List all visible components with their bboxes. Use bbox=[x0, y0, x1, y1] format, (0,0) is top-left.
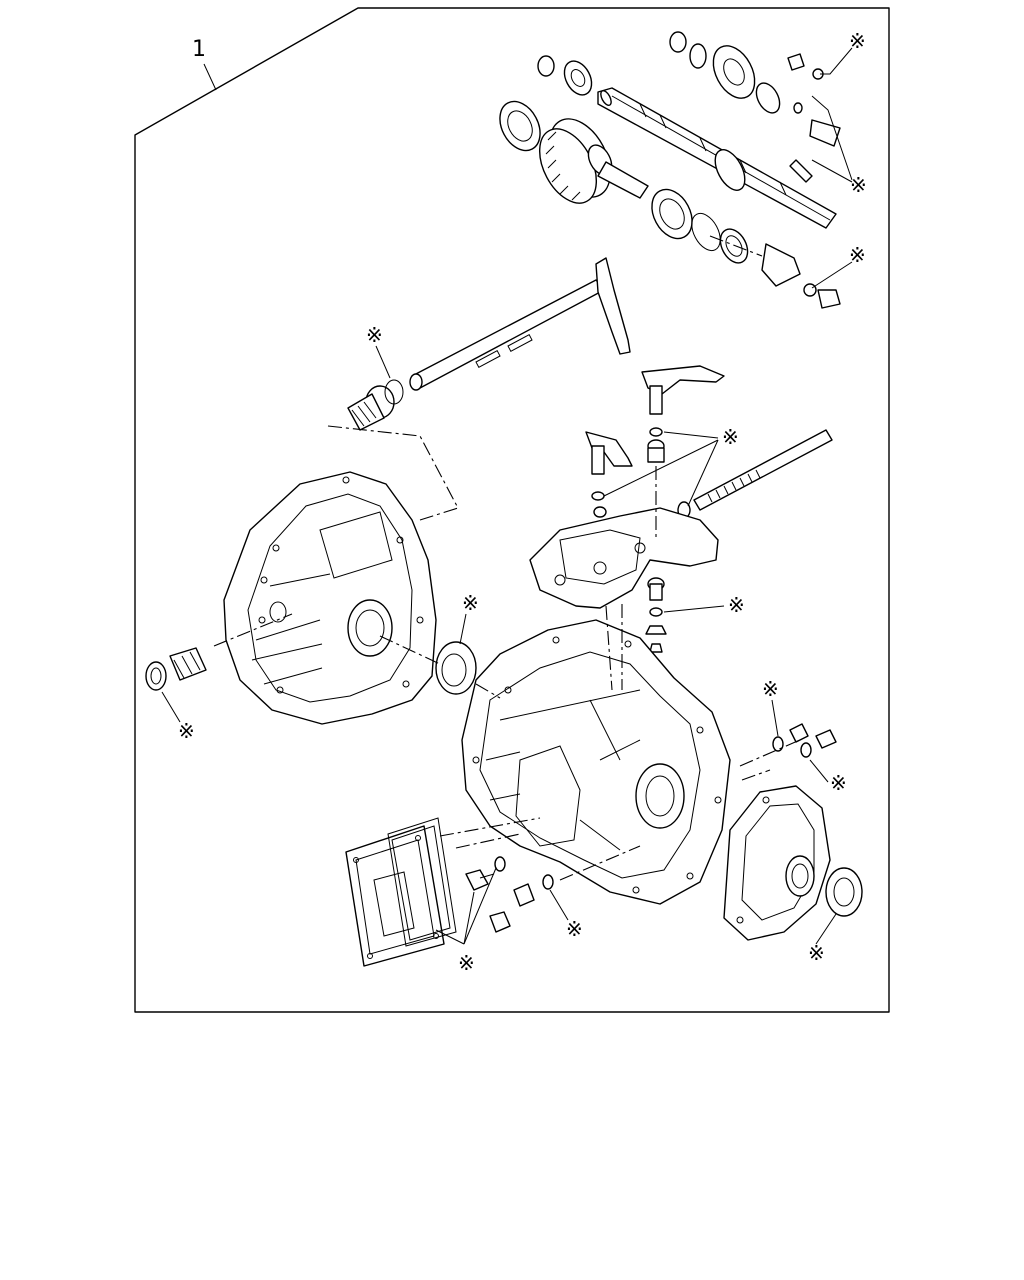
oil-seal-center bbox=[435, 641, 477, 695]
clutch-housing bbox=[223, 471, 437, 725]
kit-marker: ※ bbox=[762, 677, 779, 701]
parts-frame bbox=[134, 7, 890, 1013]
kit-marker: ※ bbox=[849, 243, 866, 267]
kit-marker: ※ bbox=[178, 719, 195, 743]
kit-marker: ※ bbox=[458, 951, 475, 975]
kit-marker: ※ bbox=[830, 771, 847, 795]
drain-plugs-right bbox=[772, 723, 837, 758]
kit-markers: ※ ※ ※ ※ ※ ※ ※ ※ ※ ※ ※ ※ ※ bbox=[161, 29, 867, 975]
cover-gasket bbox=[387, 817, 457, 947]
extension-housing bbox=[723, 785, 831, 941]
lower-bolts bbox=[465, 856, 554, 933]
kit-marker: ※ bbox=[462, 591, 479, 615]
transmission-case bbox=[461, 619, 731, 905]
kit-marker: ※ bbox=[849, 29, 866, 53]
kit-marker: ※ bbox=[808, 941, 825, 965]
callout-number: 1 bbox=[192, 37, 206, 62]
kit-marker: ※ bbox=[366, 323, 383, 347]
shift-control-parts bbox=[585, 365, 833, 519]
shift-lever-shaft bbox=[347, 257, 631, 431]
side-cover-plate bbox=[345, 825, 445, 967]
oil-seal-right bbox=[825, 867, 863, 917]
shifter-housing bbox=[529, 507, 719, 653]
kit-marker: ※ bbox=[728, 593, 745, 617]
drive-gear-cluster bbox=[499, 100, 749, 264]
kit-marker: ※ bbox=[722, 425, 739, 449]
kit-marker: ※ bbox=[850, 173, 867, 197]
kit-marker: ※ bbox=[566, 917, 583, 941]
mainshaft-assembly bbox=[597, 87, 837, 229]
input-bearing-left bbox=[145, 647, 207, 691]
alignment-lines bbox=[213, 235, 801, 881]
callout-leader bbox=[203, 63, 217, 91]
